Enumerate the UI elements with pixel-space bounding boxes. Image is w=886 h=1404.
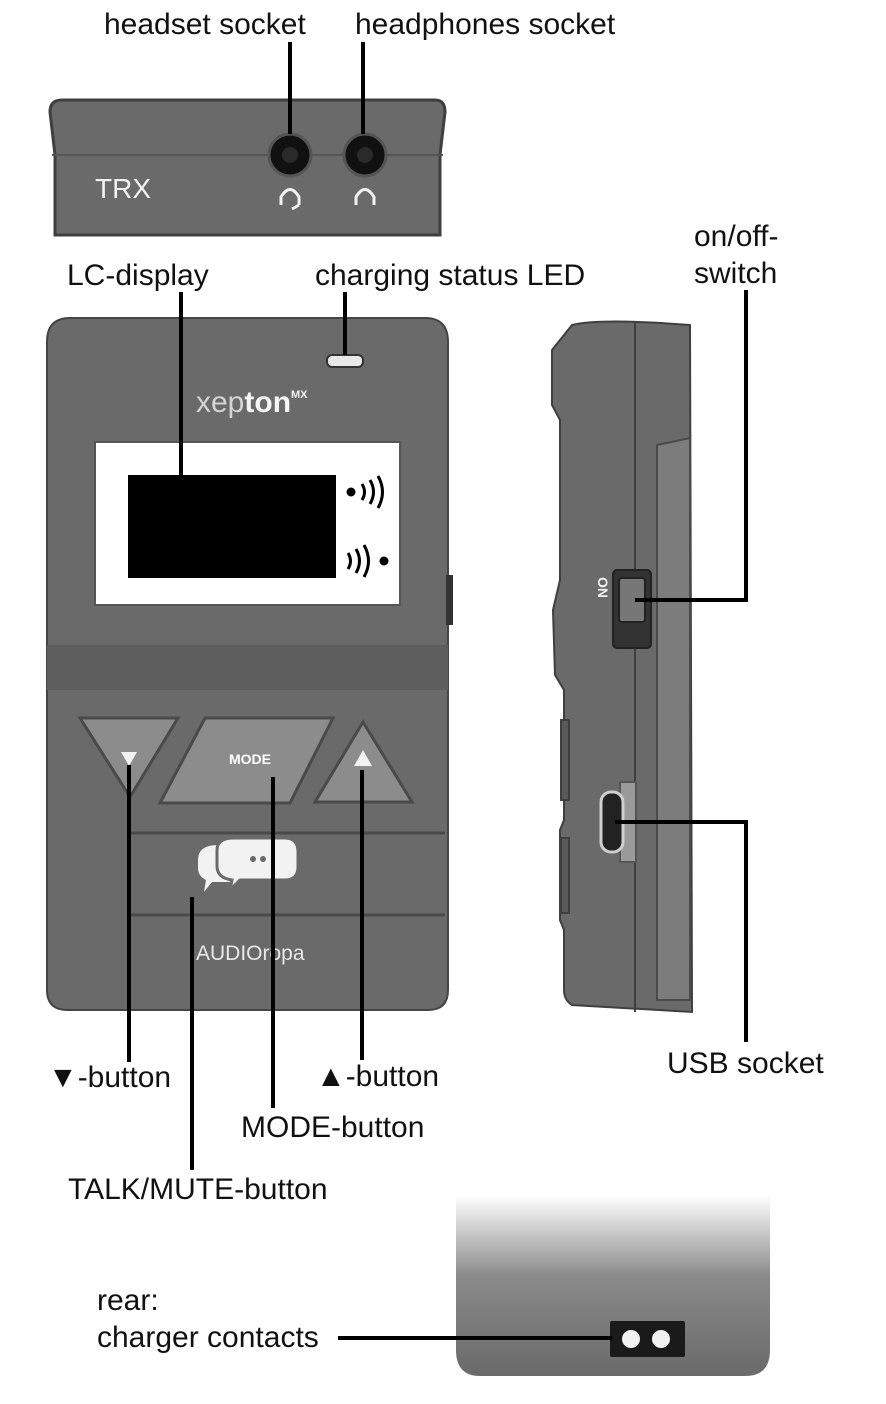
lc-display	[128, 475, 336, 578]
receive-icon	[346, 544, 389, 578]
side-button-upper[interactable]	[560, 719, 570, 801]
label-charging-led: charging status LED	[315, 259, 585, 292]
label-mode-button: MODE-button	[241, 1111, 424, 1144]
label-down-button: ▼-button	[48, 1061, 171, 1094]
headphones-socket	[342, 132, 388, 178]
callout-labels: headset socket headphones socket LC-disp…	[48, 8, 824, 1354]
label-talk-mute-button: TALK/MUTE-button	[68, 1173, 328, 1206]
brand-logo: xeptonMX	[196, 386, 308, 419]
label-headphones-socket: headphones socket	[355, 8, 616, 41]
talk-mute-icon	[198, 836, 300, 895]
label-up-button: ▲-button	[316, 1060, 439, 1093]
mode-button-label: MODE	[229, 751, 271, 767]
rear-view	[456, 1195, 770, 1376]
charging-status-led	[326, 354, 364, 368]
label-rear-line2: charger contacts	[97, 1321, 319, 1354]
side-back-panel	[656, 436, 691, 1001]
mode-button[interactable]: MODE	[157, 716, 336, 805]
side-on-label: ON	[595, 577, 611, 598]
side-view: ON	[551, 320, 694, 1014]
label-lc-display: LC-display	[67, 259, 209, 292]
top-view-trx-label: TRX	[95, 173, 151, 204]
front-view: xeptonMX MODE	[46, 317, 453, 1011]
headphones-icon	[354, 188, 376, 205]
front-body-band	[47, 645, 448, 690]
label-on-off-switch-line1: on/off-	[694, 220, 779, 253]
charger-contacts	[610, 1321, 685, 1357]
down-button[interactable]	[77, 716, 181, 800]
headset-socket	[267, 132, 313, 178]
leader-lines	[127, 42, 748, 1340]
label-rear-line1: rear:	[97, 1284, 159, 1317]
headset-icon	[279, 188, 301, 211]
label-on-off-switch-line2: switch	[694, 257, 777, 290]
top-view: TRX	[48, 98, 447, 237]
label-usb-socket: USB socket	[667, 1047, 824, 1080]
manufacturer-logo: AUDIOropa	[196, 942, 305, 965]
side-button-lower[interactable]	[560, 837, 570, 914]
side-switch-nub	[446, 575, 453, 625]
label-headset-socket: headset socket	[104, 8, 306, 41]
top-view-body	[48, 98, 447, 237]
transmit-icon	[346, 475, 384, 509]
rear-body	[456, 1195, 770, 1376]
